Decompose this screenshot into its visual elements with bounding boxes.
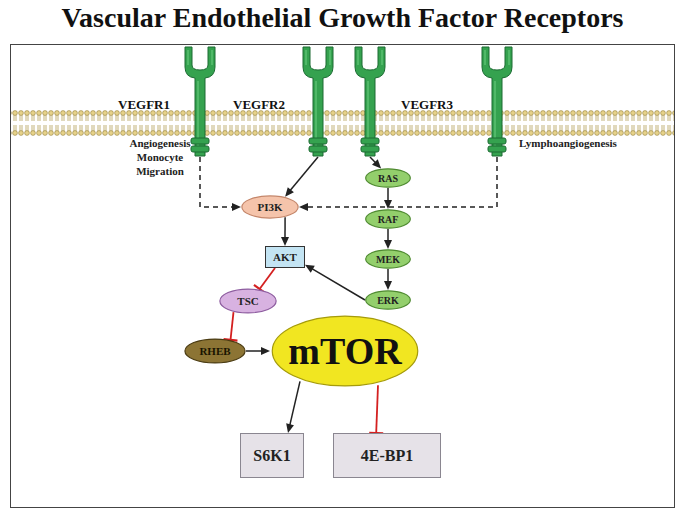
lipid-bilayer	[11, 110, 674, 136]
inhibition-connector	[376, 385, 378, 433]
process-box: 4E-BP1	[333, 433, 441, 478]
arrow-head	[299, 203, 308, 211]
receptor-body	[482, 47, 512, 156]
node-text-wrap: RAF	[365, 209, 411, 229]
signal-ellipse: ERK	[365, 290, 411, 310]
activation-connector	[246, 350, 263, 352]
node-text-wrap: RHEB	[184, 338, 246, 364]
receptor-body	[303, 47, 333, 156]
activation-connector	[370, 157, 376, 164]
process-box: AKT	[265, 246, 305, 268]
kinase-domain	[361, 138, 379, 144]
kinase-domain	[309, 138, 327, 144]
ellipse-fill	[366, 169, 411, 187]
node-text-wrap: PI3K	[241, 195, 299, 219]
node-label: MEK	[376, 254, 400, 265]
ellipse-fill	[242, 196, 298, 218]
kinase-domain	[191, 138, 209, 144]
kinase-domain	[488, 146, 506, 152]
receptor-label: VEGFR1	[118, 97, 170, 113]
outer-frame	[11, 45, 675, 508]
node-text-wrap: MEK	[365, 249, 411, 269]
ellipse-fill	[366, 291, 411, 309]
receptor-highlight	[485, 50, 509, 151]
node-label: 4E-BP1	[361, 447, 413, 465]
dashed-connector	[200, 157, 234, 207]
node-text-wrap: ERK	[365, 290, 411, 310]
receptor-label: VEGFR3	[401, 97, 453, 113]
signal-ellipse: RAS	[365, 168, 411, 188]
dashed-connector	[306, 157, 497, 207]
receptor-highlight	[188, 50, 212, 151]
kinase-domain	[309, 146, 327, 152]
activation-connector	[290, 381, 300, 426]
ellipse-fill	[366, 250, 411, 268]
signal-ellipse: RHEB	[184, 338, 246, 364]
ellipse-fill	[366, 210, 411, 228]
activation-connector	[284, 217, 286, 239]
signal-ellipse: RAF	[365, 209, 411, 229]
receptor-highlight	[306, 50, 330, 151]
inhibition-connector	[260, 268, 275, 289]
signal-ellipse: TSC	[219, 288, 277, 314]
activation-connector	[387, 188, 389, 202]
node-label: RAF	[378, 214, 399, 225]
ellipse-fill	[272, 316, 418, 386]
receptor-label: VEGFR2	[233, 97, 285, 113]
signal-ellipse: PI3K	[241, 195, 299, 219]
node-label: TSC	[237, 295, 258, 307]
node-label: PI3K	[257, 201, 282, 213]
node-label: mTOR	[288, 329, 401, 373]
receptor-highlight	[358, 50, 382, 151]
node-text-wrap: AKT	[266, 247, 304, 267]
node-label: RAS	[378, 173, 398, 184]
receptor-node: VEGFR2	[230, 45, 390, 157]
activation-connector	[290, 157, 319, 191]
inhibition-connector	[231, 312, 234, 340]
node-label: AKT	[273, 251, 297, 263]
node-text-wrap: RAS	[365, 168, 411, 188]
signal-ellipse: MEK	[365, 249, 411, 269]
process-box: S6K1	[240, 433, 304, 478]
annotation-text: Lymphoangiogenesis	[508, 136, 628, 150]
activation-connector	[387, 229, 389, 242]
annotation-text: Angiogenesis	[120, 136, 200, 150]
receptor-body	[355, 47, 385, 156]
node-label: S6K1	[253, 447, 290, 465]
kinase-domain	[488, 138, 506, 144]
diagram-title: Vascular Endothelial Growth Factor Recep…	[0, 2, 685, 34]
ellipse-fill	[220, 289, 276, 313]
receptor-node: VEGFR3	[398, 45, 513, 157]
annotation-text: Monocyte Migration	[129, 150, 191, 178]
kinase-domain	[361, 146, 379, 152]
activation-connector	[387, 269, 389, 283]
activation-connector	[311, 268, 365, 300]
node-label: RHEB	[199, 345, 230, 357]
ellipse-fill	[185, 339, 245, 363]
signal-ellipse: mTOR	[270, 313, 420, 389]
node-text-wrap: S6K1	[241, 434, 303, 477]
node-text-wrap: mTOR	[270, 313, 420, 389]
node-text-wrap: 4E-BP1	[334, 434, 440, 477]
kinase-domain	[191, 146, 209, 152]
node-label: ERK	[377, 295, 399, 306]
node-text-wrap: TSC	[219, 288, 277, 314]
